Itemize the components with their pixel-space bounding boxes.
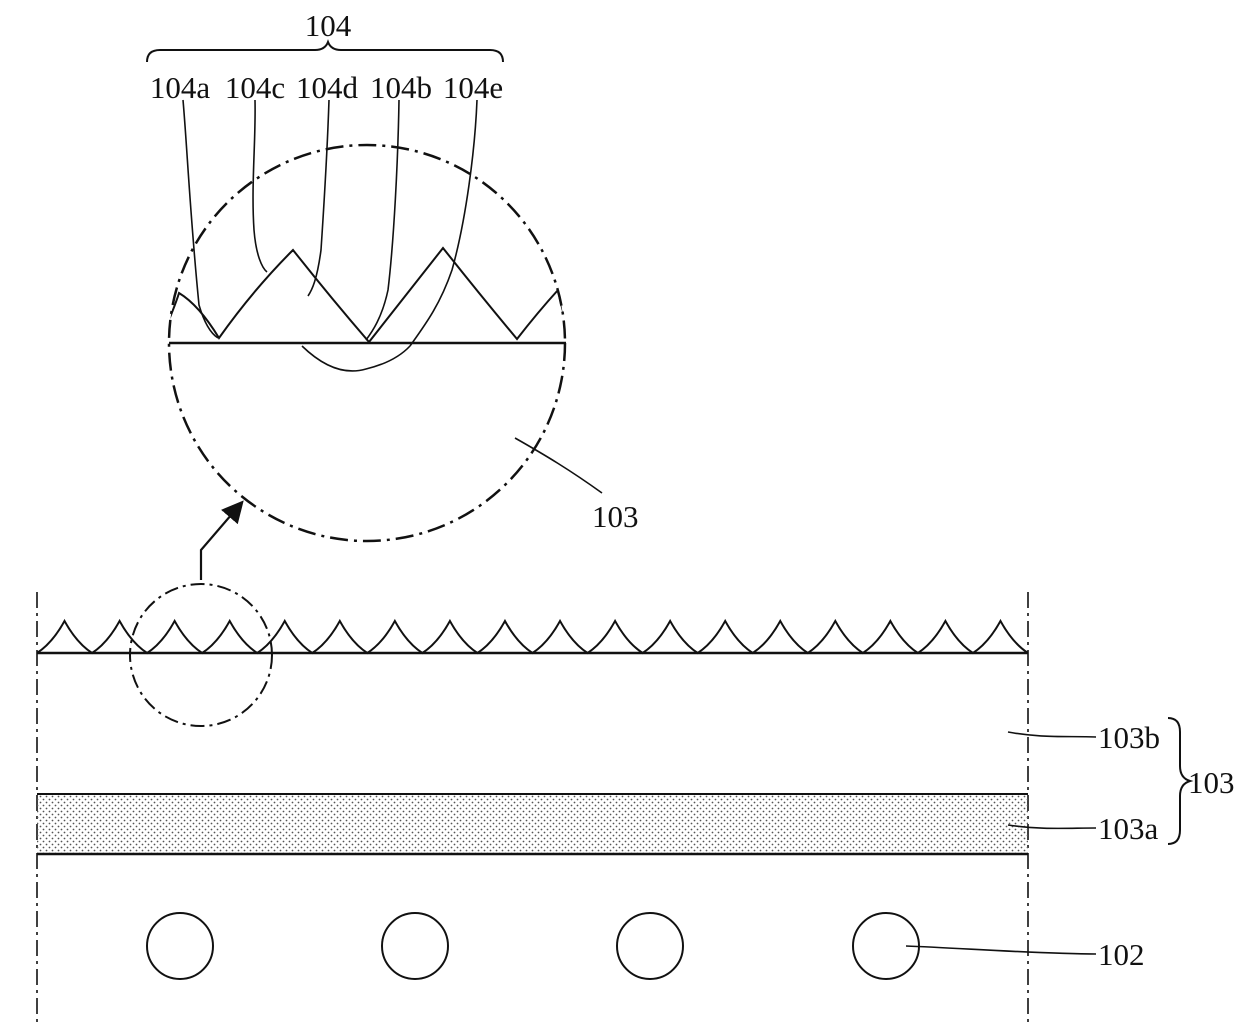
label-102: 102 xyxy=(1098,937,1145,972)
prism-profile xyxy=(37,621,1028,653)
label-104c: 104c xyxy=(225,70,285,105)
label-104a: 104a xyxy=(150,70,211,105)
label-104e: 104e xyxy=(443,70,503,105)
label-103a: 103a xyxy=(1098,811,1159,846)
label-104d: 104d xyxy=(296,70,359,105)
label-103-detail: 103 xyxy=(592,499,639,534)
prism-row xyxy=(37,621,1028,653)
label-103b: 103b xyxy=(1098,720,1160,755)
leader-104c xyxy=(253,100,267,272)
group-brace-103 xyxy=(1168,718,1190,844)
label-104: 104 xyxy=(305,8,352,43)
detail-prism-profile xyxy=(169,248,566,342)
leader-103b xyxy=(1008,732,1096,737)
lamp-1 xyxy=(147,913,213,979)
detail-angle-arc xyxy=(302,346,410,371)
label-103-group: 103 xyxy=(1188,765,1235,800)
label-104b: 104b xyxy=(370,70,432,105)
leader-104d xyxy=(308,100,329,296)
lamp-row xyxy=(147,913,919,979)
leader-103-detail xyxy=(515,438,602,493)
lamp-3 xyxy=(617,913,683,979)
leader-104b xyxy=(366,100,399,340)
zoom-arrow xyxy=(201,507,238,580)
layer-103a xyxy=(37,795,1028,853)
leader-104a xyxy=(183,100,218,338)
cross-section xyxy=(37,584,1028,1022)
label-leaders-104 xyxy=(183,100,477,346)
lamp-2 xyxy=(382,913,448,979)
group-brace-104 xyxy=(147,42,503,62)
detail-view xyxy=(169,145,566,541)
magnify-circle xyxy=(130,584,272,726)
leader-104e xyxy=(410,100,477,346)
leader-102 xyxy=(906,946,1096,954)
